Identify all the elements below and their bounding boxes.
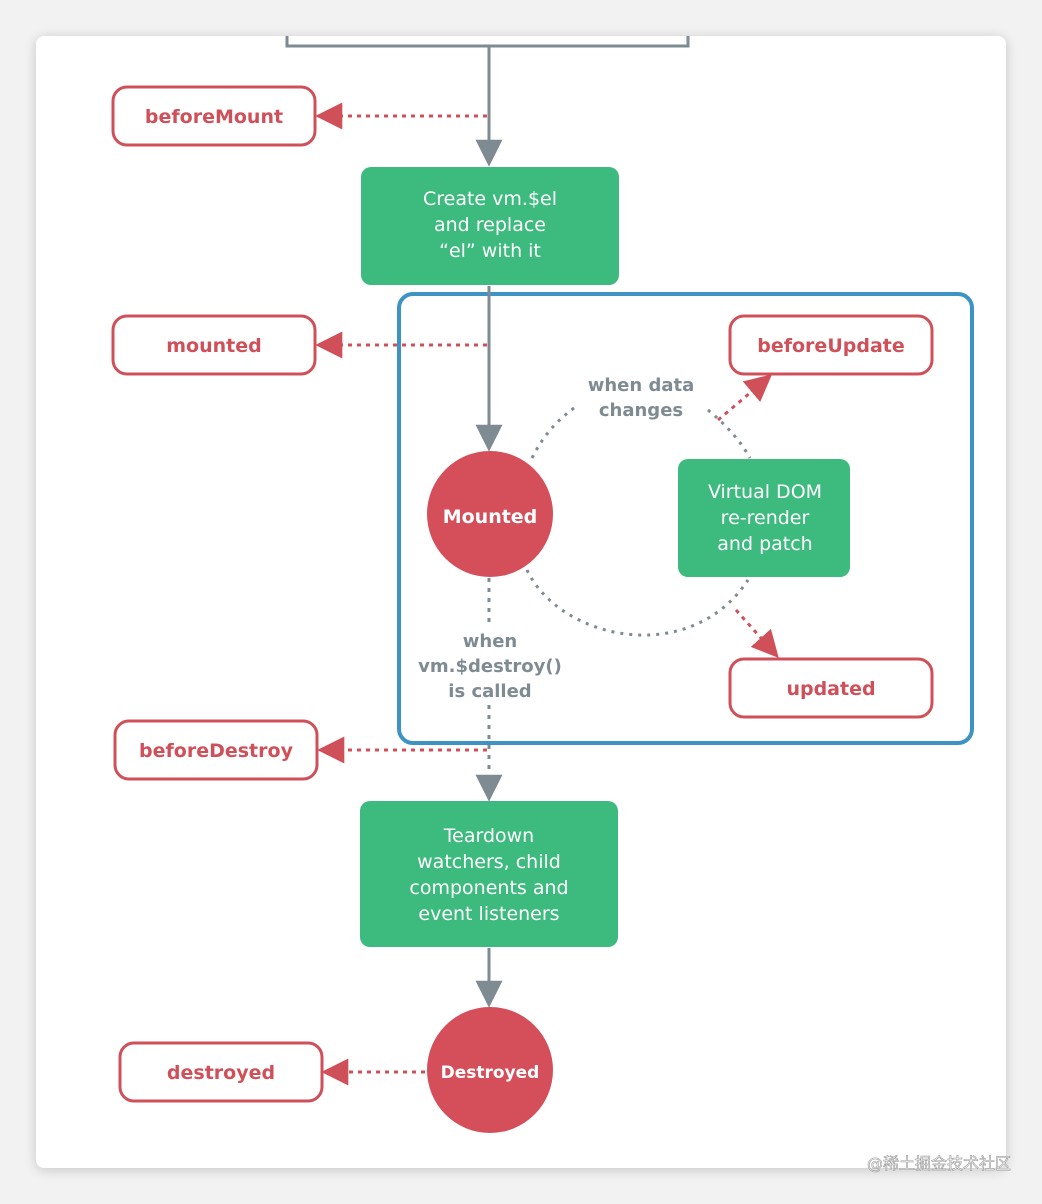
- step-create-el-line: and replace: [434, 214, 546, 236]
- state-destroyed: Destroyed: [427, 1007, 553, 1133]
- step-virtual-dom: Virtual DOM re-render and patch: [678, 459, 850, 577]
- update-loop-region: [397, 292, 974, 745]
- watermark: @稀土掘金技术社区: [867, 1154, 1011, 1173]
- hook-before-mount-label: beforeMount: [145, 106, 283, 128]
- hook-destroyed-label: destroyed: [167, 1062, 275, 1084]
- hook-before-update-label: beforeUpdate: [757, 335, 904, 357]
- step-create-el: Create vm.$el and replace “el” with it: [361, 167, 619, 285]
- step-teardown-line: event listeners: [418, 903, 559, 925]
- step-teardown-line: Teardown: [443, 825, 534, 847]
- step-teardown-line: components and: [409, 877, 568, 899]
- hook-mounted: mounted: [111, 314, 317, 376]
- hook-destroyed: destroyed: [118, 1041, 324, 1103]
- previous-step-box: [285, 36, 690, 48]
- update-loop-arc-top-right: [707, 408, 752, 459]
- step-create-el-line: Create vm.$el: [423, 188, 557, 210]
- hook-before-update: beforeUpdate: [728, 314, 934, 376]
- note-destroy-called: when vm.$destroy() is called: [418, 631, 562, 702]
- note-destroy-called-line: when: [463, 631, 517, 652]
- hook-updated-label: updated: [786, 678, 875, 700]
- note-destroy-called-line: is called: [448, 681, 531, 702]
- state-mounted: Mounted: [427, 451, 553, 577]
- step-teardown-line: watchers, child: [417, 851, 561, 873]
- hook-connector-before-update: [717, 374, 773, 422]
- update-loop-arc-top-left: [530, 403, 579, 459]
- hook-before-destroy: beforeDestroy: [113, 719, 319, 781]
- state-destroyed-label: Destroyed: [441, 1063, 540, 1083]
- hook-before-destroy-label: beforeDestroy: [139, 740, 294, 762]
- note-data-changes-line: changes: [599, 400, 683, 421]
- step-create-el-line: “el” with it: [439, 240, 541, 262]
- hook-connector-updated: [734, 609, 779, 659]
- step-teardown: Teardown watchers, child components and …: [360, 801, 618, 947]
- state-mounted-label: Mounted: [443, 506, 538, 528]
- step-virtual-dom-line: and patch: [717, 533, 812, 555]
- note-destroy-called-line: vm.$destroy(): [418, 656, 562, 677]
- hook-updated: updated: [728, 657, 934, 719]
- hook-before-mount: beforeMount: [111, 85, 317, 147]
- step-virtual-dom-line: re-render: [721, 507, 810, 529]
- note-data-changes-line: when data: [588, 375, 695, 396]
- update-loop-arc-bottom: [525, 569, 750, 637]
- hook-mounted-label: mounted: [166, 335, 261, 357]
- step-virtual-dom-line: Virtual DOM: [708, 481, 822, 503]
- note-data-changes: when data changes: [588, 375, 695, 421]
